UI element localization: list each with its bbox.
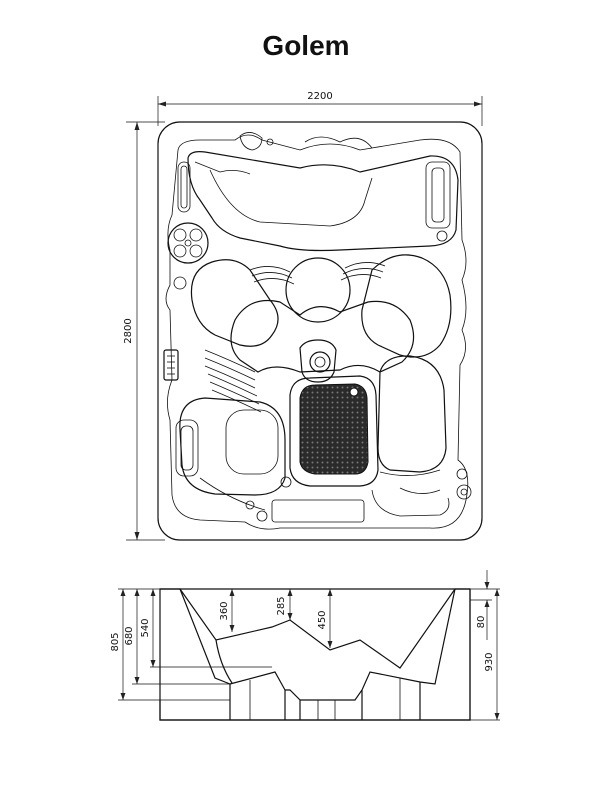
lounger-seat (187, 151, 459, 252)
jet-icon (456, 468, 468, 480)
footwell (289, 375, 379, 487)
dim-label: 930 (484, 652, 495, 671)
left-seat (190, 259, 279, 347)
width-label: 2200 (307, 91, 332, 102)
ribbed-surface (204, 262, 386, 413)
right-seat (361, 254, 452, 358)
anti-slip-pad (299, 383, 369, 475)
right-dimensions: 80 930 (470, 570, 500, 721)
inner-dimensions: 360 285 450 (219, 589, 333, 648)
jet-cluster (167, 222, 209, 264)
product-title: Golem (262, 30, 350, 61)
plan-view: 2200 2800 (123, 91, 483, 541)
center-back (230, 299, 415, 373)
jet-icon (456, 484, 472, 500)
tub-outline (157, 121, 483, 541)
length-dimension: 2800 (123, 121, 165, 541)
dim-label: 360 (219, 601, 230, 620)
inner-contour (165, 134, 469, 530)
control-panel-icon (163, 349, 179, 381)
lower-left-pillow (175, 419, 199, 477)
left-pillow (177, 161, 191, 213)
lower-left-seat (179, 397, 286, 496)
air-control-icon (173, 276, 187, 290)
dim-label: 540 (140, 618, 151, 637)
dim-label: 285 (276, 596, 287, 615)
lower-right-seat (377, 355, 447, 473)
width-dimension: 2200 (157, 91, 483, 126)
left-dimensions: 805 680 540 (110, 588, 272, 701)
side-view: 805 680 540 360 285 450 (110, 570, 500, 721)
right-pillow (425, 161, 451, 229)
dim-label: 805 (110, 632, 121, 651)
length-label: 2800 (123, 318, 134, 343)
dim-label: 80 (476, 616, 487, 629)
center-headrest (285, 257, 351, 323)
dim-label: 680 (124, 626, 135, 645)
dim-label: 450 (317, 610, 328, 629)
lower-step (271, 499, 365, 523)
center-drain (299, 339, 337, 383)
